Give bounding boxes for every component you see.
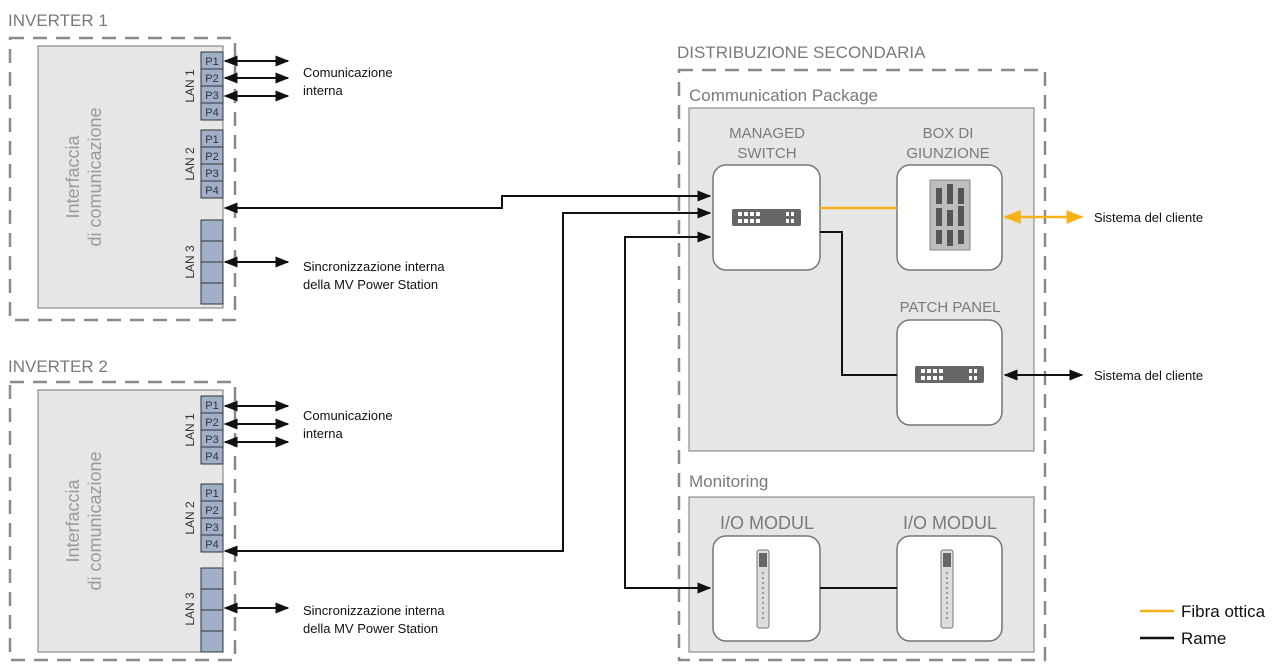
customer-system-label-1: Sistema del cliente bbox=[1094, 210, 1203, 225]
inverter-2-title: INVERTER 2 bbox=[8, 357, 108, 376]
inv1-lan2-p4-label: P4 bbox=[205, 185, 218, 197]
comm-package-title: Communication Package bbox=[689, 86, 878, 105]
distribution-title: DISTRIBUZIONE SECONDARIA bbox=[677, 43, 926, 62]
legend-fiber-label: Fibra ottica bbox=[1181, 602, 1266, 621]
managed-switch-label-2: SWITCH bbox=[737, 145, 796, 162]
inv2-lan1-p2-label: P2 bbox=[205, 417, 218, 429]
inv2-sync-label-1: Sincronizzazione interna bbox=[303, 603, 445, 618]
inv1-lan2-p1-label: P1 bbox=[205, 134, 218, 146]
io-module-1-icon bbox=[756, 549, 770, 629]
inv1-lan1-p4 bbox=[200, 102, 224, 121]
inv2-comm-label-1: Comunicazione bbox=[303, 408, 393, 423]
link-switch-patchpanel bbox=[820, 231, 897, 376]
inv1-lan1-p1-label: P1 bbox=[205, 56, 218, 68]
inv1-lan1-label: LAN 1 bbox=[183, 69, 197, 103]
inv1-lan2-p2-label: P2 bbox=[205, 151, 218, 163]
inv1-sync-label-2: della MV Power Station bbox=[303, 277, 438, 292]
inv1-lan3-p4 bbox=[200, 282, 224, 305]
inv1-lan2-p4 bbox=[200, 180, 224, 199]
junction-box-icon bbox=[929, 179, 971, 251]
legend-copper-label: Rame bbox=[1181, 629, 1226, 648]
inv1-lan3-p3 bbox=[200, 261, 224, 284]
managed-switch-label-1: MANAGED bbox=[729, 125, 805, 142]
inv1-lan1-p3-label: P3 bbox=[205, 90, 218, 102]
inv1-sync-label-1: Sincronizzazione interna bbox=[303, 259, 445, 274]
inverter-1-interface-label-1: Interfaccia bbox=[63, 134, 83, 218]
customer-system-label-2: Sistema del cliente bbox=[1094, 368, 1203, 383]
inv1-lan1-p2-label: P2 bbox=[205, 73, 218, 85]
inv2-lan1-label: LAN 1 bbox=[183, 413, 197, 447]
io-module-1-label: I/O MODUL bbox=[720, 513, 814, 533]
inv2-lan2-p4-label: P4 bbox=[205, 539, 218, 551]
inv1-lan3-p1 bbox=[200, 219, 224, 242]
inv2-lan1-p3-label: P3 bbox=[205, 434, 218, 446]
inverter-2-interface-label-1: Interfaccia bbox=[63, 478, 83, 562]
inv2-lan1-p4-label: P4 bbox=[205, 451, 218, 463]
inv2-lan3-p4 bbox=[200, 630, 224, 653]
monitoring-title: Monitoring bbox=[689, 472, 768, 491]
inv1-lan3-label: LAN 3 bbox=[183, 245, 197, 279]
inverter-1-title: INVERTER 1 bbox=[8, 11, 108, 30]
patch-panel-icon bbox=[915, 366, 984, 383]
inverter-2-group: INVERTER 2 Interfaccia di comunicazione … bbox=[8, 357, 445, 662]
inv1-lan2-p3-label: P3 bbox=[205, 168, 218, 180]
inv2-lan2-p2-label: P2 bbox=[205, 505, 218, 517]
junction-box-label-1: BOX DI bbox=[923, 125, 974, 142]
inverter-2-comm-interface bbox=[37, 389, 224, 653]
inv1-lan3-p2 bbox=[200, 240, 224, 263]
inv2-lan1-p4 bbox=[200, 446, 224, 465]
inverter-1-group: INVERTER 1 Interfaccia di comunicazione … bbox=[8, 11, 445, 322]
inv2-lan2-label: LAN 2 bbox=[183, 501, 197, 535]
inv2-lan1-p1-label: P1 bbox=[205, 400, 218, 412]
inv2-lan2-p1-label: P1 bbox=[205, 488, 218, 500]
patch-panel-label: PATCH PANEL bbox=[900, 299, 1001, 316]
connections bbox=[223, 190, 1084, 594]
inverter-1-comm-interface bbox=[37, 45, 224, 309]
inv2-comm-label-2: interna bbox=[303, 426, 344, 441]
junction-box-label-2: GIUNZIONE bbox=[906, 145, 989, 162]
legend: Fibra ottica Rame bbox=[1140, 602, 1266, 648]
inv1-comm-label-1: Comunicazione bbox=[303, 65, 393, 80]
inv2-lan3-p2 bbox=[200, 588, 224, 611]
inverter-2-interface-label-2: di comunicazione bbox=[85, 451, 105, 590]
inv2-lan3-p3 bbox=[200, 609, 224, 632]
inv2-lan2-p4 bbox=[200, 534, 224, 553]
inv2-lan3-p1 bbox=[200, 567, 224, 590]
inv2-lan3-label: LAN 3 bbox=[183, 592, 197, 626]
inv2-lan2-p3-label: P3 bbox=[205, 522, 218, 534]
secondary-distribution-group: DISTRIBUZIONE SECONDARIA Communication P… bbox=[677, 43, 1047, 662]
inv2-sync-label-2: della MV Power Station bbox=[303, 621, 438, 636]
inverter-1-interface-label-2: di comunicazione bbox=[85, 107, 105, 246]
io-module-2-label: I/O MODUL bbox=[903, 513, 997, 533]
link-switch-iomodule bbox=[624, 231, 712, 594]
link-inv1-switch bbox=[223, 190, 712, 214]
switch-icon bbox=[732, 209, 801, 226]
io-module-2-icon bbox=[940, 549, 954, 629]
link-inv2-switch bbox=[223, 207, 712, 557]
inv1-lan1-p4-label: P4 bbox=[205, 107, 218, 119]
inv1-comm-label-2: interna bbox=[303, 83, 344, 98]
inv1-lan2-label: LAN 2 bbox=[183, 147, 197, 181]
